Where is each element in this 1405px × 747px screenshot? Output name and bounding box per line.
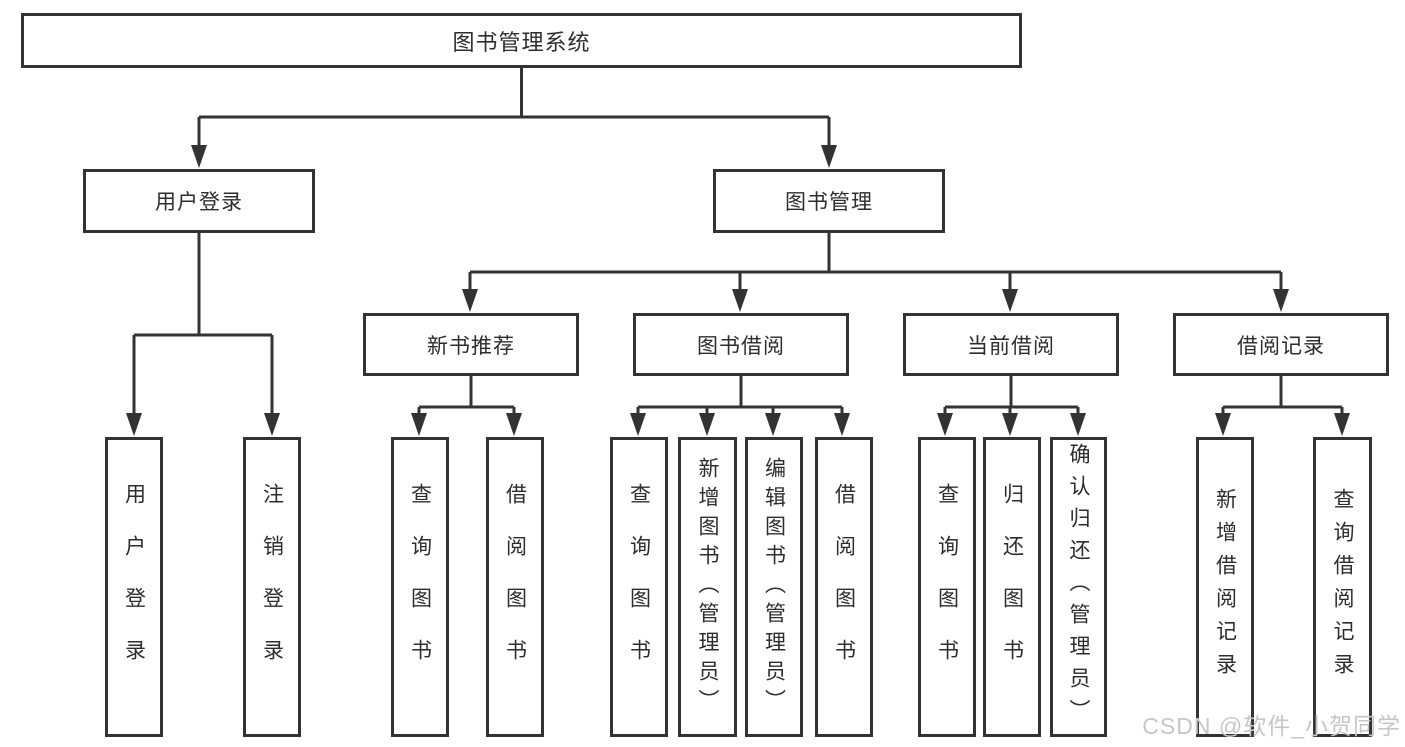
node-label: 借阅图书 [832,483,856,691]
node-query-books-current: 查询图书 [918,437,976,737]
node-new-book-recommend: 新书推荐 [363,313,579,376]
node-label: 归还图书 [1000,483,1024,691]
node-book-management: 图书管理 [713,169,945,233]
node-label: 编辑图书（管理员） [762,456,786,718]
node-query-books-borrowing: 查询图书 [610,437,668,737]
node-confirm-return-admin: 确认归还（管理员） [1050,437,1107,737]
node-query-borrow-record: 查询借阅记录 [1313,437,1372,737]
node-borrow-books: 借阅图书 [815,437,873,737]
node-borrow-records: 借阅记录 [1173,313,1389,376]
node-label: 确认归还（管理员） [1067,443,1090,731]
csdn-watermark: CSDN @软件_小贺同学 [1142,713,1401,739]
node-label: 新增借阅记录 [1213,488,1237,686]
node-label: 查询图书 [627,483,651,691]
node-label: 用户登录 [122,483,146,691]
node-add-borrow-record: 新增借阅记录 [1196,437,1254,737]
node-label: 查询图书 [408,483,432,691]
node-borrow-books-recommend: 借阅图书 [486,437,544,737]
node-current-borrowing: 当前借阅 [903,313,1119,376]
node-user-login: 用户登录 [83,169,315,233]
node-return-books: 归还图书 [983,437,1041,737]
node-edit-books-admin: 编辑图书（管理员） [745,437,803,737]
node-logout: 注销登录 [243,437,301,737]
node-label: 新增图书（管理员） [696,456,719,718]
node-query-books-recommend: 查询图书 [391,437,449,737]
node-library-system: 图书管理系统 [21,13,1022,68]
node-label: 借阅图书 [503,483,527,691]
node-user-login-leaf: 用户登录 [105,437,163,737]
node-label: 查询图书 [935,483,959,691]
node-label: 查询借阅记录 [1331,488,1354,686]
node-label: 注销登录 [260,483,284,691]
node-add-books-admin: 新增图书（管理员） [678,437,737,737]
node-book-borrowing: 图书借阅 [633,313,849,376]
